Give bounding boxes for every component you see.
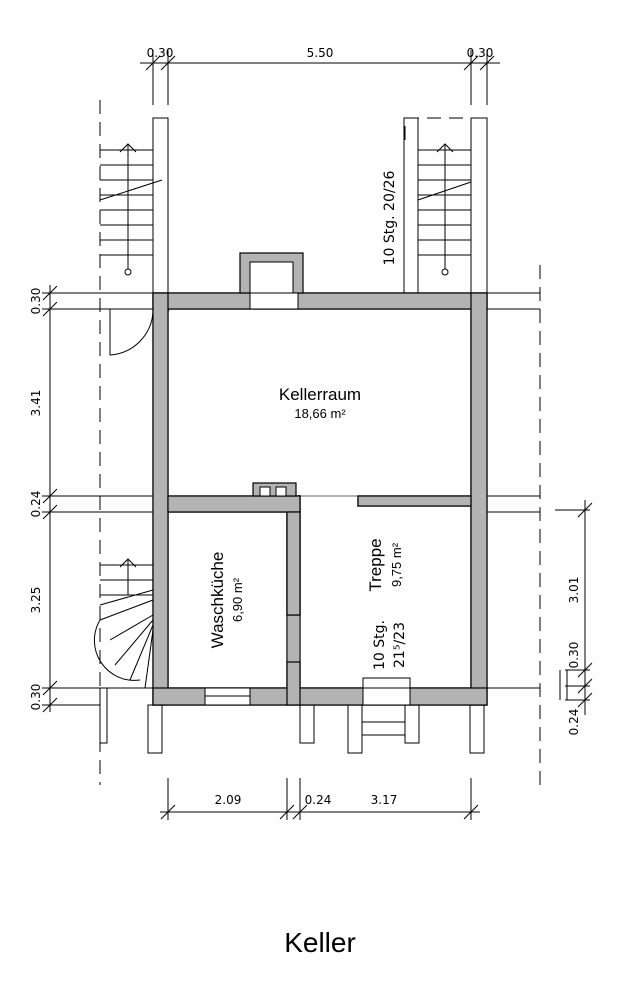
dim-bottom-0: 2.09: [215, 793, 242, 807]
dim-right-1: 0.30: [567, 642, 581, 669]
dimension-left: 0.30 3.41 0.24 3.25 0.30: [29, 285, 100, 713]
room-name-waschkueche: Waschküche: [208, 552, 227, 649]
stair-upper-left: [99, 143, 163, 276]
stair-steps-lower: 10 Stg.: [372, 620, 388, 670]
stair-upper-right: [417, 143, 472, 276]
stair-ratio-lower: 21⁵/23: [392, 622, 408, 668]
dim-right-0: 3.01: [567, 577, 581, 604]
room-area-treppe: 9,75 m²: [389, 542, 404, 587]
dim-right-2: 0.24: [567, 709, 581, 736]
dim-top-1: 5.50: [307, 46, 334, 60]
plan-title: Keller: [284, 927, 356, 958]
dimension-top: 0.30 5.50 0.30: [140, 46, 500, 105]
dim-bottom-1: 0.24: [305, 793, 332, 807]
dim-left-2: 0.24: [29, 491, 43, 518]
stair-lower-left: [93, 558, 154, 689]
dim-left-0: 0.30: [29, 288, 43, 315]
dim-left-1: 3.41: [29, 390, 43, 417]
dim-top-0: 0.30: [147, 46, 174, 60]
room-area-waschkueche: 6,90 m²: [230, 577, 245, 622]
neighbour-outlines: [99, 100, 541, 785]
room-name-treppe: Treppe: [366, 538, 385, 591]
dimension-right: 3.01 0.30 0.24: [555, 500, 593, 736]
dim-left-4: 0.30: [29, 684, 43, 711]
room-name-kellerraum: Kellerraum: [279, 385, 361, 404]
dim-left-3: 3.25: [29, 587, 43, 614]
room-area-kellerraum: 18,66 m²: [294, 406, 346, 421]
stair-steps-upper: 10 Stg. 20/26: [382, 171, 398, 266]
dimension-bottom: 2.09 0.24 3.17: [160, 778, 480, 820]
dim-bottom-2: 3.17: [371, 793, 398, 807]
dim-top-2: 0.30: [467, 46, 494, 60]
walls: [152, 252, 488, 706]
